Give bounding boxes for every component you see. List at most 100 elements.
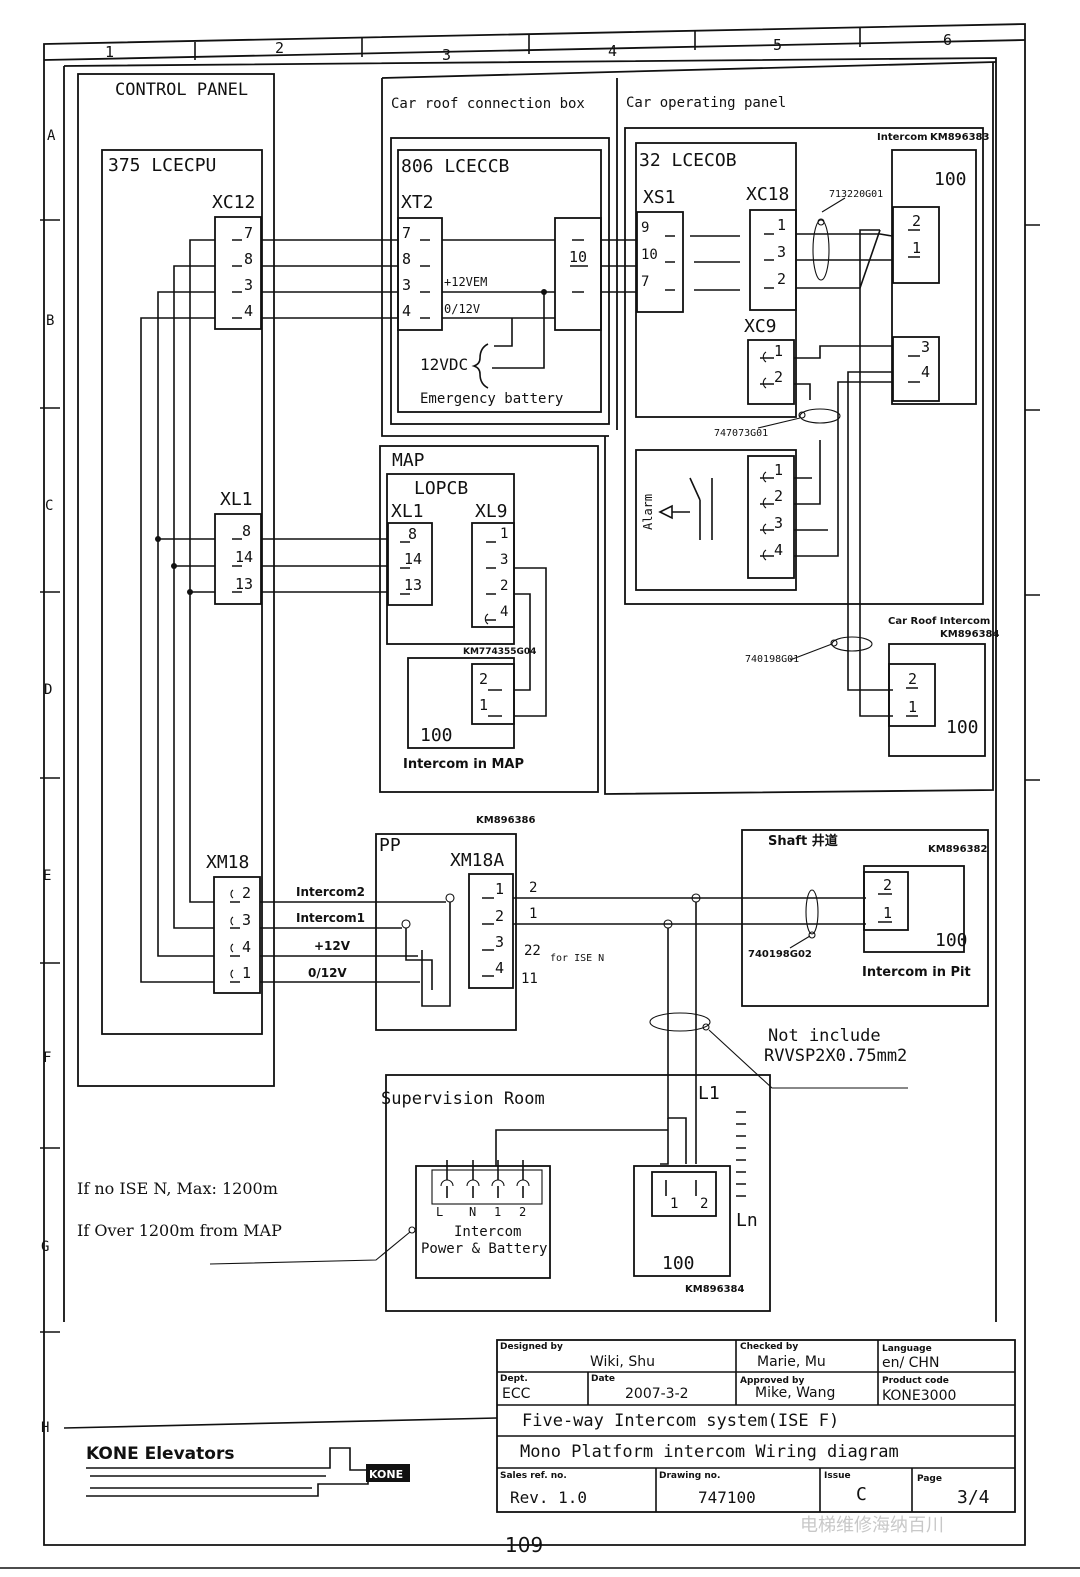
- xt2-label: XT2: [401, 192, 434, 213]
- xm18-pin-2: 2: [242, 884, 251, 902]
- battery-brace: [471, 343, 489, 389]
- kone-logo-badge: [366, 1464, 410, 1482]
- xm18a-pin-3: 3: [495, 933, 504, 951]
- watermark: 电梯维修海纳百川: [800, 1515, 944, 1536]
- xl1-cp-connector: [214, 513, 262, 605]
- page: 3/4: [957, 1487, 990, 1508]
- company-name: KONE Elevators: [86, 1444, 234, 1464]
- product-code: KONE3000: [882, 1388, 956, 1404]
- approved-by-label: Approved by: [740, 1376, 804, 1386]
- wire-012v: 0/12V: [308, 966, 347, 980]
- xl1-cp-label: XL1: [220, 489, 253, 510]
- xs1-label: XS1: [643, 187, 676, 208]
- cable-note-line1: Not include: [768, 1026, 881, 1046]
- supervision-title: Supervision Room: [381, 1089, 545, 1109]
- xt2-pin-7: 7: [402, 224, 411, 242]
- kone-logo-mark: [86, 1447, 369, 1497]
- xm18-label: XM18: [206, 852, 249, 873]
- cable-740198g01: 740198G01: [745, 654, 799, 665]
- xl9-label: XL9: [475, 501, 508, 522]
- terminal-1: 1: [494, 1205, 501, 1219]
- map-intercom-pin-2: 2: [479, 670, 488, 688]
- map-xl1-label: XL1: [391, 501, 424, 522]
- grid-row-d: D: [44, 682, 52, 698]
- xc18-label: XC18: [746, 184, 789, 205]
- xt2-pin-4: 4: [402, 302, 411, 320]
- xs1-connector: [636, 211, 684, 313]
- alarm-pin-4: 4: [774, 541, 783, 559]
- cable-713220g01: 713220G01: [829, 189, 883, 200]
- note-over: If Over 1200m from MAP: [77, 1221, 282, 1240]
- grid-row-h: H: [41, 1420, 49, 1436]
- control-panel: CONTROL PANEL 375 LCECPU XC12 7 8 3 4 XL…: [77, 73, 275, 1087]
- map-xl1-pin-13: 13: [404, 576, 422, 594]
- grid-row-e: E: [43, 868, 51, 884]
- grid-col-2: 2: [275, 39, 284, 57]
- lopcb-board-label: LOPCB: [414, 478, 468, 499]
- alarm-pin-3: 3: [774, 514, 783, 532]
- xs1-pin-9: 9: [641, 220, 649, 236]
- terminal-2: 2: [519, 1205, 526, 1219]
- supervision-ln: Ln: [736, 1210, 758, 1231]
- xm18-pin-1: 1: [242, 964, 251, 982]
- xt2-pin-8: 8: [402, 250, 411, 268]
- cable-note: Not include RVVSP2X0.75mm2: [649, 1012, 908, 1089]
- map-intercom-value: 100: [420, 725, 453, 746]
- supervision-intercom-pin-1: 1: [670, 1196, 678, 1212]
- xt2-connector: [397, 217, 443, 331]
- xm18-connector: [213, 876, 261, 994]
- car-roof-intercom-value: 100: [946, 717, 979, 738]
- lceccb-terminal: [554, 217, 602, 331]
- wires-to-supervision: [667, 902, 697, 1164]
- cop-intercom-connector-a: [892, 206, 940, 284]
- dept: ECC: [502, 1386, 531, 1402]
- map-xl1-pin-8: 8: [408, 525, 417, 543]
- wires-xc12-xt2: [261, 239, 398, 319]
- wire-intercom1: Intercom1: [296, 911, 365, 925]
- shaft-section: Shaft 井道 KM896382 2 1 100 Intercom in Pi…: [741, 829, 989, 1007]
- battery-label: Emergency battery: [420, 391, 563, 407]
- power-label-2: Power & Battery: [421, 1241, 547, 1257]
- xm18a-pin-4: 4: [495, 959, 504, 977]
- cop-intercom-connector-b: [892, 336, 940, 402]
- xc9-label: XC9: [744, 316, 777, 337]
- sales-ref: Rev. 1.0: [510, 1488, 587, 1507]
- xc12-connector: [214, 216, 262, 330]
- xs1-pin-7: 7: [641, 274, 649, 290]
- drawing-frame: [40, 23, 1040, 1546]
- xl1-cp-pin-14: 14: [235, 548, 253, 566]
- supervision-l1: L1: [698, 1083, 720, 1104]
- xl9-pin-2: 2: [500, 578, 508, 594]
- car-roof-connection-box: Car roof connection box 806 LCECCB XT2 7…: [381, 61, 997, 437]
- shaft-intercom-value: 100: [935, 930, 968, 951]
- xl1-cp-pin-8: 8: [242, 522, 251, 540]
- sales-ref-label: Sales ref. no.: [500, 1471, 567, 1481]
- xl9-pin-3: 3: [500, 552, 508, 568]
- issue-label: Issue: [824, 1471, 851, 1481]
- xc12-pin-7: 7: [244, 224, 253, 242]
- shaft-title: Shaft 井道: [768, 833, 838, 849]
- map-code: KM774355G04: [463, 647, 536, 657]
- car-frame: [604, 62, 994, 795]
- car-operating-panel: Car operating panel 32 LCECOB XS1 9 10 7…: [601, 78, 989, 717]
- alarm-connector: [747, 455, 795, 579]
- inner-border: [63, 57, 997, 1322]
- xm18-pin-4: 4: [242, 938, 251, 956]
- supervision-room: Supervision Room L N 1 2 Intercom Power …: [209, 1074, 771, 1312]
- grid-col-4: 4: [608, 42, 617, 60]
- drawing-no: 747100: [698, 1488, 756, 1507]
- alarm-switch-symbol: [658, 477, 713, 540]
- pp-title: PP: [379, 835, 401, 856]
- ln-extension-marks: [736, 1111, 746, 1197]
- pp-out-2: 2: [529, 880, 537, 896]
- note-max: If no ISE N, Max: 1200m: [77, 1179, 278, 1198]
- car-roof-intercom-code: KM896384: [940, 629, 999, 640]
- car-roof-intercom-title: Car Roof Intercom: [888, 616, 990, 627]
- xm18a-label: XM18A: [450, 850, 504, 871]
- product-code-label: Product code: [882, 1376, 949, 1386]
- battery-voltage: 12VDC: [420, 355, 468, 374]
- wire-intercom2: Intercom2: [296, 885, 365, 899]
- xc9-pin-1: 1: [774, 342, 783, 360]
- cop-intercom-value: 100: [934, 169, 967, 190]
- date-label: Date: [591, 1374, 615, 1384]
